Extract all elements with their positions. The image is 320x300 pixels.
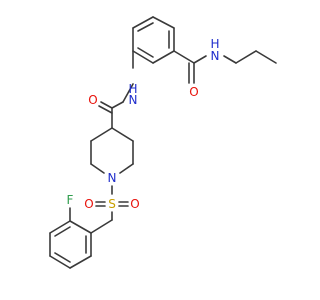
amide-nitrogen-mid: N [129,93,138,107]
fluorobenzene-ring [49,207,92,269]
amide-hydrogen-top: H [210,37,219,51]
sulfonyl-group [90,185,129,234]
molecule-canvas: O N H O N H N S O O F [49,16,277,269]
amide-oxygen-mid: O [88,93,97,107]
anilide-link [98,50,134,129]
amide-oxygen-top: O [189,85,198,99]
amide-nitrogen-top: N [211,49,220,63]
molecule-structure: O N H O N H N S O O F [49,16,277,269]
propyl-amide-group [173,50,277,84]
sulfur-atom: S [108,197,116,211]
fluorine-atom: F [67,193,74,207]
piperidine-ring [90,127,134,174]
amide-hydrogen-mid: H [128,82,137,96]
sulfonyl-oxygen-right: O [130,197,139,211]
top-benzene-ring [132,16,175,64]
piperidine-nitrogen: N [108,171,117,185]
sulfonyl-oxygen-left: O [84,197,93,211]
